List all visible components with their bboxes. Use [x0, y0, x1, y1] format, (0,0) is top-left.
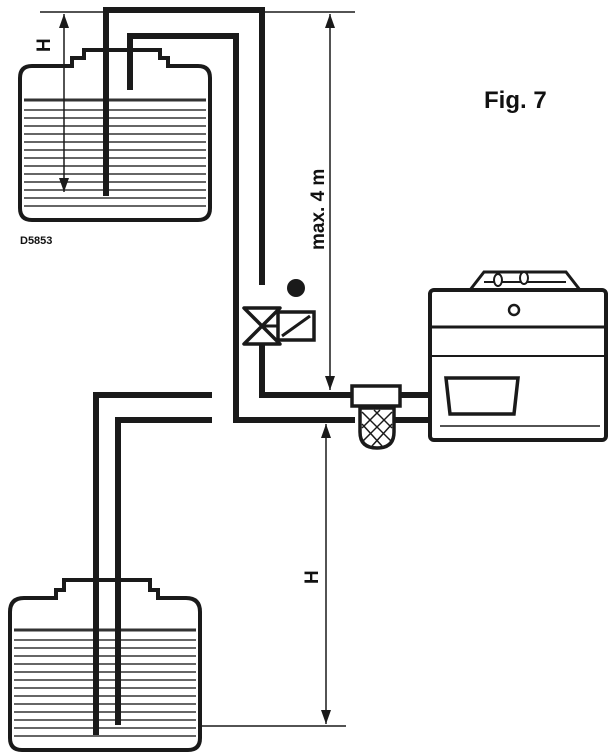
drawing-code: D5853 [20, 235, 52, 247]
indicator-dot-icon [287, 279, 305, 297]
burner-knob-icon [507, 303, 521, 317]
burner-window [444, 376, 520, 416]
suction-pipe-lower-run [259, 345, 355, 398]
max-lift-label: max. 4 m [308, 169, 329, 250]
lower-height-label: H [302, 570, 323, 584]
filter-mesh [361, 409, 393, 447]
max-lift-dimension [262, 11, 355, 390]
filter-assembly [350, 384, 430, 450]
upper-tank [18, 48, 212, 222]
upper-height-dimension [40, 11, 106, 192]
lower-tank-body [8, 578, 202, 752]
figure-label: Fig. 7 [484, 87, 547, 114]
upper-tank-liquid-lines [24, 98, 206, 207]
burner-unit [428, 270, 608, 442]
lower-tank-liquid-lines [14, 628, 196, 737]
lower-tank [8, 578, 202, 752]
upper-tank-body [18, 48, 212, 222]
filter-head [350, 384, 402, 408]
upper-height-label: H [34, 38, 55, 52]
solenoid-valve [242, 279, 316, 346]
